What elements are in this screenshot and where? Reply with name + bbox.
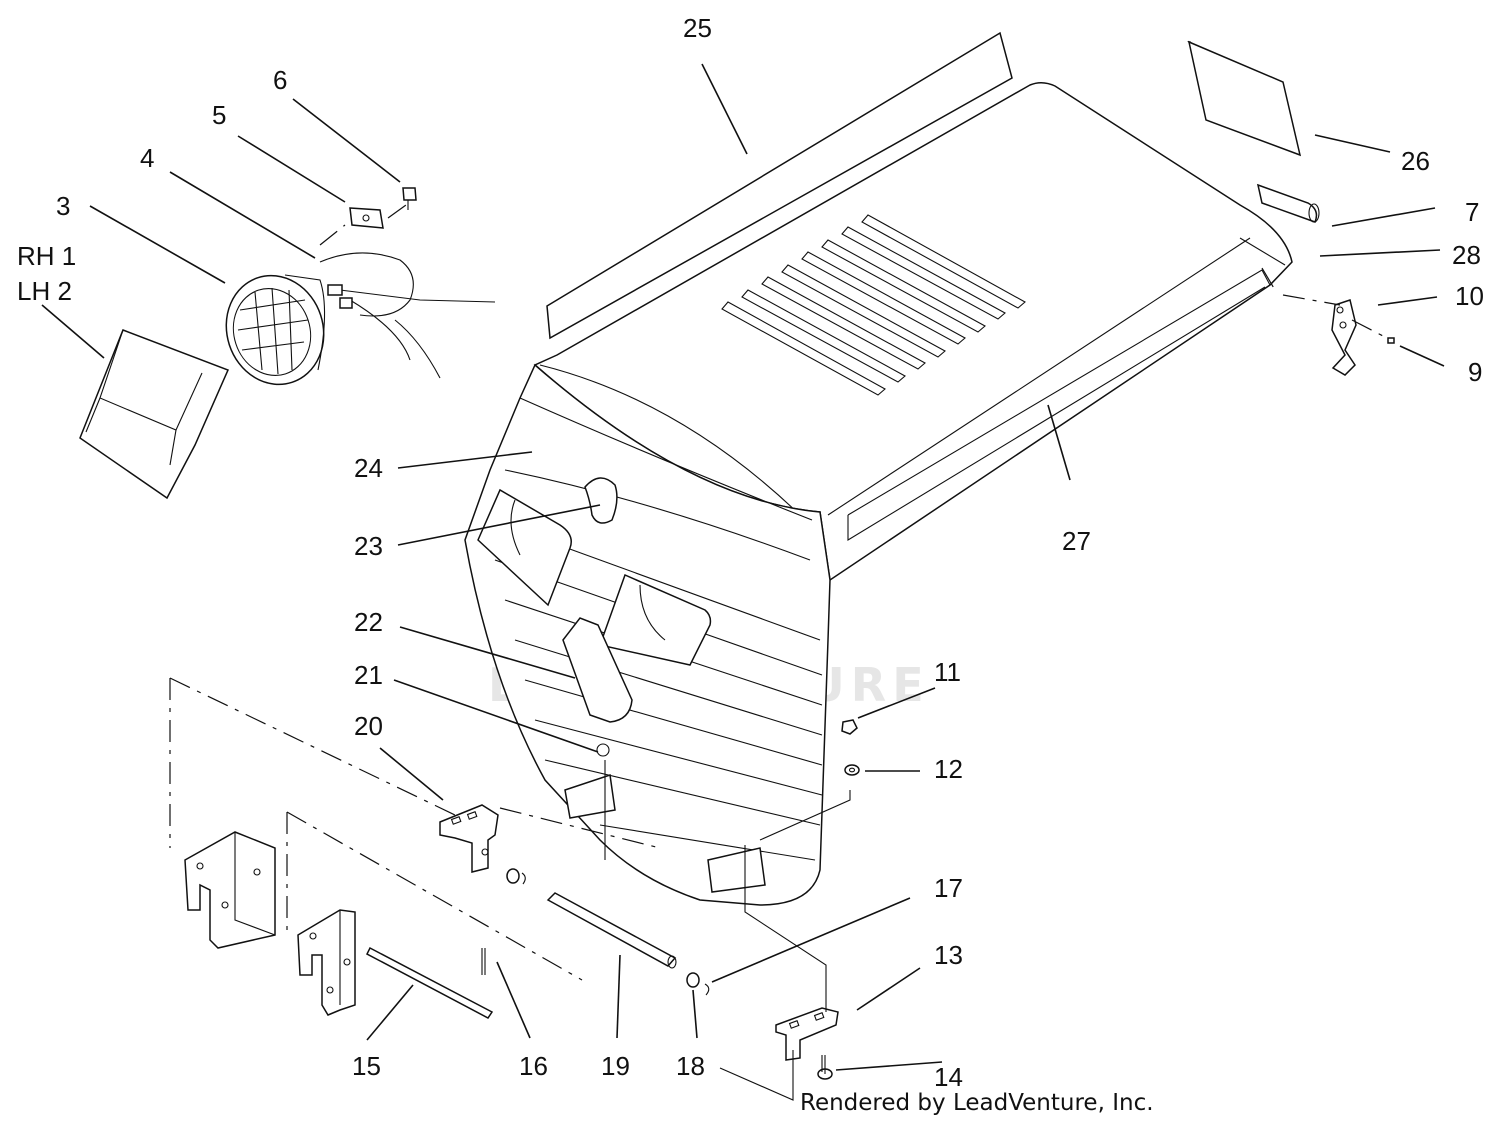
callout-26: 26 (1401, 146, 1430, 176)
hood-27 (533, 82, 1293, 582)
callout-11: 11 (934, 657, 961, 687)
mount-plate-left (184, 831, 276, 949)
callout-5: 5 (212, 100, 227, 130)
callout-24: 24 (354, 453, 383, 483)
callout-28: 28 (1452, 240, 1481, 270)
callout-18: 18 (676, 1051, 705, 1081)
mount-plate-right (297, 909, 356, 1016)
bumper-7 (1256, 183, 1320, 223)
headlight-lamp-3 (225, 274, 326, 386)
callout-14: 14 (934, 1062, 963, 1092)
nut-11 (841, 719, 858, 735)
callout-27: 27 (1062, 526, 1091, 556)
decal-strip-25 (546, 31, 1013, 340)
leader-lines (41, 63, 1445, 1071)
bracket-13 (775, 1007, 839, 1061)
callout-3: 3 (56, 191, 71, 221)
callout-17: 17 (934, 873, 963, 903)
pivot-rod-19 (546, 892, 677, 969)
callout-19: 19 (601, 1051, 630, 1081)
callout-7: 7 (1465, 197, 1480, 227)
callout-15: 15 (352, 1051, 381, 1081)
callout-23: 23 (354, 531, 383, 561)
callout-9: 9 (1468, 357, 1483, 387)
render-credit: Rendered by LeadVenture, Inc. (800, 1090, 1154, 1116)
callout-20: 20 (354, 711, 383, 741)
rod-15 (366, 946, 494, 1019)
clip-5 (349, 207, 384, 229)
callout-6: 6 (273, 65, 288, 95)
callout-21: 21 (354, 660, 383, 690)
screw-6 (402, 187, 417, 210)
latch-10 (1331, 299, 1357, 376)
washer-12 (844, 764, 860, 776)
callout-16: 16 (519, 1051, 548, 1081)
callout-lh2: LH 2 (17, 276, 72, 306)
callout-13: 13 (934, 940, 963, 970)
bolt-14 (817, 1055, 833, 1080)
washer-18 (686, 972, 710, 996)
callout-12: 12 (934, 754, 963, 784)
hood-vents (721, 214, 1026, 396)
callout-25: 25 (683, 13, 712, 43)
wire-harness-4 (319, 252, 496, 379)
callout-22: 22 (354, 607, 383, 637)
headlight-bezel (79, 329, 230, 500)
washer-18-upper (506, 868, 526, 885)
decal-26 (1187, 40, 1302, 157)
callout-10: 10 (1455, 281, 1484, 311)
callout-rh1: RH 1 (17, 241, 77, 271)
pin-16 (481, 948, 486, 975)
callout-4: 4 (140, 143, 155, 173)
grille-22 (464, 363, 831, 906)
bracket-20 (439, 804, 499, 873)
assembly-guides (169, 204, 1386, 1101)
screw-9 (1387, 337, 1395, 344)
